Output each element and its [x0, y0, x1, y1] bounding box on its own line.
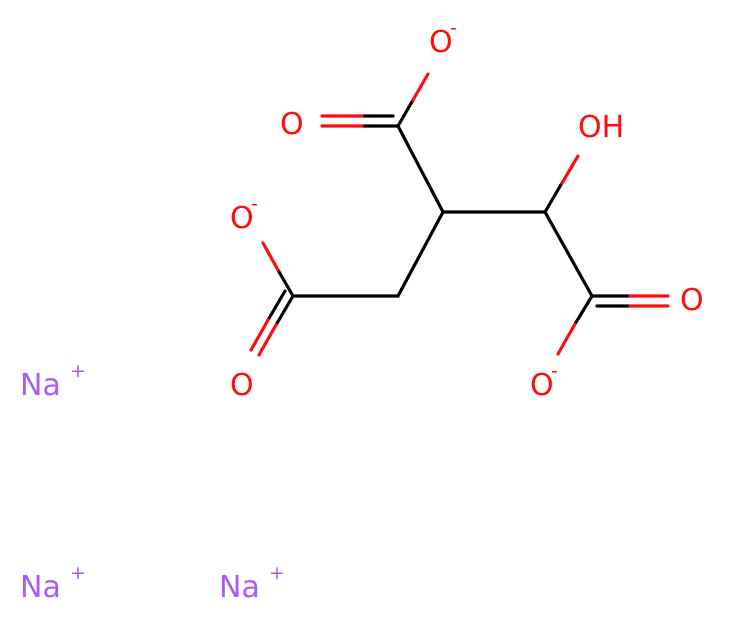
oxygen-top-carbonyl-label: O	[280, 107, 304, 142]
bond-c2-ch2	[396, 210, 445, 298]
bond-c6-carbonyl-a-black	[274, 294, 295, 327]
bond-c6-o-left-red	[261, 241, 280, 272]
carbon-bonds	[291, 124, 594, 298]
bond-c6-carbonyl-b-red	[249, 318, 270, 352]
oxygen-right-anion-charge: -	[551, 360, 558, 382]
oxygen-left-anion-label: O	[230, 201, 254, 236]
oxygen-right-carbonyl-label: O	[680, 283, 704, 318]
bond-c6-carbonyl-b-black	[266, 289, 287, 322]
oxygen-left-carbonyl-label: O	[230, 368, 254, 403]
carboxylate-top	[320, 72, 430, 128]
sodium-ion-label-1: Na	[20, 368, 61, 403]
carboxylate-left	[249, 241, 295, 357]
sodium-ion-charge-2: +	[70, 562, 86, 584]
oxygen-left-anion-charge: -	[251, 193, 258, 215]
oxygen-top-anion-charge: -	[450, 17, 457, 39]
sodium-counterions: Na + Na + Na +	[20, 360, 285, 605]
bond-c3-oh-red	[560, 154, 580, 185]
bond-c2-c1	[396, 124, 445, 214]
sodium-ion-charge-1: +	[70, 360, 86, 382]
bond-c3-oh-black	[543, 181, 564, 214]
sodium-ion-label-3: Na	[219, 570, 260, 605]
bond-c6-o-left-black	[276, 268, 295, 298]
bond-c1-o-top-black	[396, 98, 415, 128]
bond-c3-c4	[543, 210, 594, 298]
hydroxyl-bond	[543, 154, 580, 214]
sodium-ion-label-2: Na	[20, 570, 61, 605]
sodium-ion-charge-3: +	[269, 562, 285, 584]
carboxylate-right	[556, 294, 670, 356]
hydroxyl-label: OH	[578, 110, 624, 145]
bond-c4-o-right-black	[573, 294, 594, 326]
bond-c4-o-right-red	[556, 322, 577, 356]
bond-c6-carbonyl-a-red	[257, 323, 278, 357]
oxygen-top-anion-label: O	[429, 25, 453, 60]
oxygen-right-anion-label: O	[530, 368, 554, 403]
bond-c1-o-top-red	[411, 72, 430, 102]
atom-labels: O - O OH O - O O O -	[230, 17, 704, 403]
